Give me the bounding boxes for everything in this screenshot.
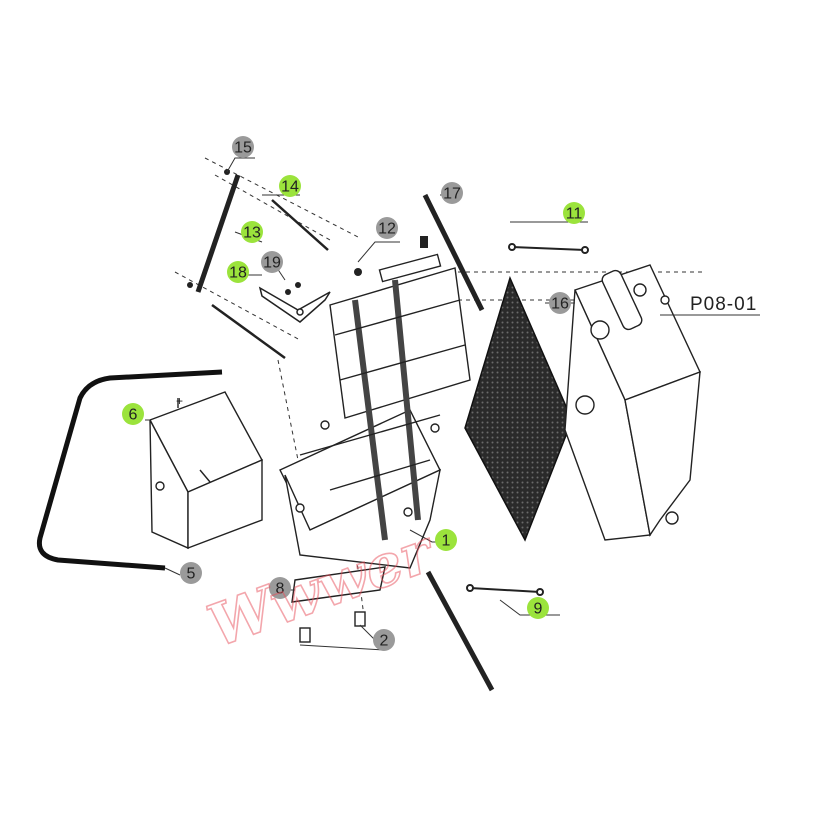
callout-bubble bbox=[279, 175, 301, 197]
callout-number: 18 bbox=[229, 265, 247, 282]
cable-part-9 bbox=[466, 584, 544, 596]
battery-part: + bbox=[149, 391, 263, 550]
callout-bubble bbox=[232, 136, 254, 158]
callout-bubble bbox=[261, 251, 283, 273]
callout-number: 19 bbox=[263, 255, 281, 272]
callout-number: 15 bbox=[234, 140, 252, 157]
reference-code-label: P08-01 bbox=[690, 294, 757, 315]
callout-16: 16 bbox=[549, 292, 571, 314]
callout-11: 11 bbox=[563, 202, 585, 224]
callout-number: 14 bbox=[281, 179, 299, 196]
callout-bubble bbox=[435, 529, 457, 551]
hold-down-rods bbox=[195, 174, 329, 360]
callout-bubble bbox=[373, 629, 395, 651]
seal-strip-part bbox=[36, 369, 223, 571]
callout-bubble bbox=[527, 597, 549, 619]
frame-part bbox=[279, 253, 471, 569]
callout-number: 5 bbox=[187, 566, 196, 583]
callout-18: 18 bbox=[227, 261, 249, 283]
radiator-mesh-part bbox=[464, 275, 573, 542]
screws-part-2 bbox=[299, 611, 366, 643]
callout-number: 6 bbox=[129, 407, 138, 424]
rod-part-17 bbox=[422, 193, 485, 312]
callout-bubble bbox=[269, 577, 291, 599]
callout-number: 2 bbox=[380, 633, 389, 650]
callout-bubble bbox=[376, 217, 398, 239]
callout-1: 1 bbox=[435, 529, 457, 551]
callout-number: 8 bbox=[276, 581, 285, 598]
cable-part-11 bbox=[508, 243, 589, 254]
bracket-part bbox=[258, 286, 331, 323]
rod-part-lower bbox=[425, 570, 495, 692]
callout-bubble bbox=[441, 182, 463, 204]
callout-bubble bbox=[563, 202, 585, 224]
callout-19: 19 bbox=[261, 251, 283, 273]
callout-number: 11 bbox=[566, 206, 583, 223]
callout-15: 15 bbox=[232, 136, 254, 158]
svg-text:+: + bbox=[176, 394, 183, 408]
callout-5: 5 bbox=[180, 562, 202, 584]
callout-number: 9 bbox=[534, 601, 543, 618]
callout-6: 6 bbox=[122, 403, 144, 425]
callout-number: 16 bbox=[551, 296, 569, 313]
callout-bubble bbox=[241, 221, 263, 243]
callout-bubble bbox=[227, 261, 249, 283]
pad-part-8 bbox=[291, 566, 386, 603]
callout-14: 14 bbox=[279, 175, 301, 197]
callout-number: 1 bbox=[442, 533, 451, 550]
callout-8: 8 bbox=[269, 577, 291, 599]
callout-bubble bbox=[180, 562, 202, 584]
callout-bubble bbox=[549, 292, 571, 314]
callout-13: 13 bbox=[241, 221, 263, 243]
callout-bubble bbox=[122, 403, 144, 425]
callout-number: 13 bbox=[243, 225, 261, 242]
callout-17: 17 bbox=[441, 182, 463, 204]
callout-number: 12 bbox=[378, 221, 396, 238]
radiator-assembly bbox=[564, 264, 701, 541]
callout-2: 2 bbox=[373, 629, 395, 651]
callout-9: 9 bbox=[527, 597, 549, 619]
callout-12: 12 bbox=[376, 217, 398, 239]
callout-number: 17 bbox=[443, 186, 461, 203]
